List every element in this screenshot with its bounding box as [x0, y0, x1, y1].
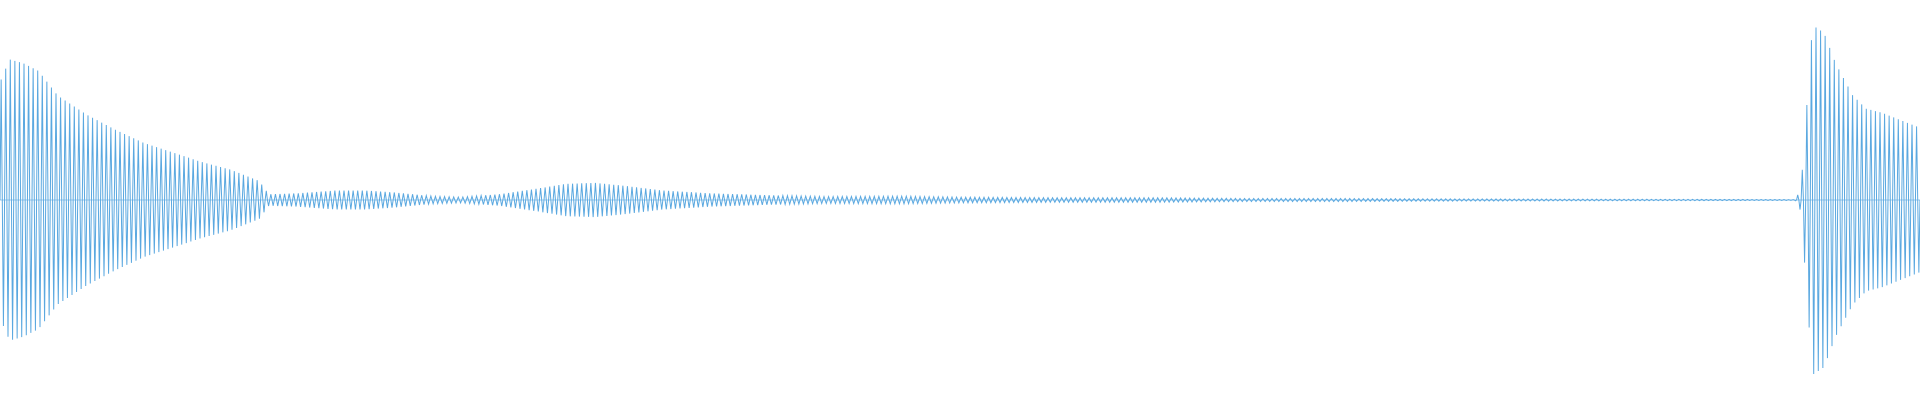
- waveform-trace: [0, 27, 1920, 374]
